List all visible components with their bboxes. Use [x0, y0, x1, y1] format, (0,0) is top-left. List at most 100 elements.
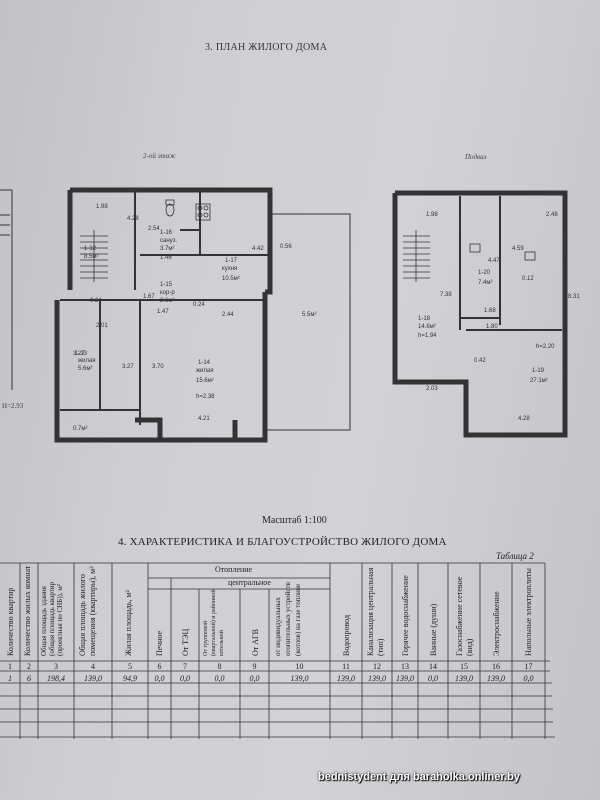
plan-dimension-label: 4.28 [127, 216, 139, 222]
value-water-supply: 139,0 [337, 674, 355, 683]
plan-dimension-label: 3.7м² [160, 246, 174, 252]
plan-dimension-label: 0.42 [474, 358, 486, 364]
plan-dimension-label: 27.1м² [530, 378, 548, 384]
plan-dimension-label: 1-20 [478, 270, 491, 276]
plan-dimension-label: 0.24 [193, 302, 205, 308]
col-number-4: 4 [91, 662, 95, 671]
plan-dimension-label: 5.6м² [78, 366, 92, 372]
header-stove: Печное [155, 630, 164, 656]
value-baths: 0,0 [428, 674, 438, 683]
value-hot-water: 139,0 [396, 674, 414, 683]
header-rooms: Количество жилых комнат [23, 565, 32, 656]
watermark: bednistydent для baraholka.onliner.by [318, 771, 520, 783]
plan-dimension-label: сануз. [160, 238, 177, 244]
plan-dimension-label: 3.70 [152, 364, 164, 370]
plan-dimension-label: 2.01 [96, 323, 108, 329]
plan-dimension-label: кор-р [160, 290, 175, 296]
plan-dimension-label: 2.48 [546, 212, 558, 218]
plan-dimension-label: 14.6м² [418, 324, 436, 330]
plan-dimension-label: 8.31 [568, 294, 580, 300]
plan-dimension-label: 5.5м² [302, 312, 316, 318]
header-total-building-area: Общая площадь здания (общая площадь квар… [40, 581, 64, 656]
value-group-boiler: 0,0 [214, 674, 225, 683]
table-number: Таблица 2 [496, 551, 534, 561]
characteristics-table-grid [0, 562, 555, 739]
central-group-header: центральное [228, 578, 271, 587]
plan-dimension-label: 1-19 [532, 368, 545, 374]
plan-dimension-label: 4.21 [198, 416, 210, 422]
header-living-area: Жилая площадь, м² [124, 590, 133, 656]
plan-dimension-label: 1-13 [75, 351, 88, 357]
plan-dimension-label: 0.12 [522, 276, 534, 282]
col-number-2: 2 [27, 662, 31, 671]
col-number-6: 6 [157, 662, 162, 671]
header-apartments: Количество квартир [6, 587, 15, 656]
plan-dimension-label: 2.03 [426, 386, 438, 392]
floor-plan-drawing: 1.98 4.28 1-12 8.5м² 2.54 1-16 сануз. 3.… [0, 187, 580, 443]
section4-title: 4. ХАРАКТЕРИСТИКА И БЛАГОУСТРОЙСТВО ЖИЛО… [118, 536, 447, 548]
plan-dimension-label: 10.5м² [222, 276, 240, 282]
plan-dimension-label: 4.59 [512, 246, 524, 252]
floor2-label: 2-ой этаж [143, 152, 176, 160]
col-number-13: 13 [401, 662, 409, 671]
plan-dimension-label: 1-16 [160, 230, 173, 236]
plan-dimension-label: 1.98 [96, 204, 108, 210]
header-group-boiler: От групповой (квартальной) и районной ко… [203, 589, 225, 656]
plan-dimension-label: 1-15 [160, 282, 173, 288]
value-individual-heating: 139,0 [290, 674, 309, 683]
col-number-12: 12 [373, 662, 381, 671]
basement-label: Подвал [465, 153, 487, 161]
plan-dimension-label: 7.4м² [478, 280, 492, 286]
value-sewerage: 139,0 [368, 674, 386, 683]
plan-dimension-label: 1.68 [484, 308, 496, 314]
plan-dimension-label: 1.98 [426, 212, 438, 218]
value-total-living-area: 139,0 [84, 674, 102, 683]
plan-dimension-label: 1-17 [225, 258, 238, 264]
col-number-17: 17 [524, 662, 533, 671]
col-number-7: 7 [183, 662, 187, 671]
col-number-10: 10 [295, 662, 304, 671]
col-number-16: 16 [492, 662, 500, 671]
plan-dimension-label: 1.80 [486, 324, 498, 330]
plan-dimension-label: кухня [222, 266, 237, 272]
value-gas-supply: 139,0 [455, 674, 473, 683]
col-number-3: 3 [54, 662, 58, 671]
plan-dimension-label: 0.56 [280, 244, 292, 250]
section3-title: 3. ПЛАН ЖИЛОГО ДОМА [205, 42, 328, 53]
plan-dimension-label: h=2.20 [536, 344, 555, 350]
value-electric-stoves: 0,0 [523, 674, 534, 683]
plan-dimension-label: 3.27 [73, 351, 85, 357]
plan-dimension-label: жилая [78, 358, 95, 364]
plan-dimension-label: 15.6м² [196, 378, 214, 384]
plan-dimension-label: 2.54 [148, 226, 160, 232]
plan-dimension-label: 1.47 [157, 309, 169, 315]
header-sewerage: Канализация центральная (тип) [366, 567, 385, 656]
col-number-9: 9 [252, 662, 257, 671]
value-apartments: 1 [8, 674, 12, 683]
plan-dimension-label: 1-18 [418, 316, 431, 322]
plan-dimension-label: 2.44 [222, 312, 234, 318]
plan-dimension-label: 0.7м² [73, 426, 87, 432]
scale-label: Масштаб 1:100 [262, 515, 327, 526]
plan-dimension-label: 1-14 [198, 360, 211, 366]
header-chp: От ТЭЦ [181, 628, 190, 656]
value-stove: 0,0 [154, 674, 165, 683]
col-number-5: 5 [128, 662, 132, 671]
header-individual-heating: от индивидуальных отопительных устройств… [274, 582, 302, 656]
plan-dimension-label: 1.46 [160, 255, 172, 261]
heating-group-header: Отопление [215, 565, 253, 574]
plan-dimension-label: 0.24 [90, 298, 102, 304]
header-agv: От АГВ [251, 628, 260, 656]
header-water-supply: Водопровод [342, 614, 351, 656]
plan-dimension-label: 2.6м² [160, 298, 174, 304]
plan-dimension-label: 1-12 [84, 246, 97, 252]
header-hot-water: Горячее водоснабжение [401, 575, 410, 656]
value-living-area: 94,9 [123, 674, 137, 683]
header-electricity: Электроснабжение [492, 591, 501, 656]
value-agv: 0,0 [249, 674, 260, 683]
plan-dimension-label: h=2.38 [196, 394, 215, 400]
value-chp: 0,0 [180, 674, 190, 683]
value-total-building-area: 198,4 [47, 674, 65, 683]
plan-dimension-label: 3.27 [122, 364, 134, 370]
plan-dimension-label: жилая [196, 368, 213, 374]
